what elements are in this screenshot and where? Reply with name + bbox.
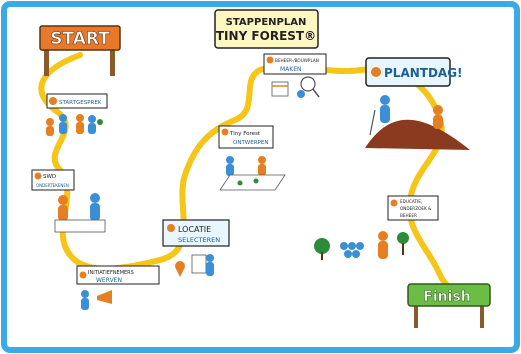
step-pin-icon: [221, 128, 229, 136]
step-startgesprek-label: STARTGESPREK: [59, 100, 102, 106]
step-startgesprek: STARTGESPREK: [46, 93, 108, 136]
finish-label: Finish: [423, 289, 470, 305]
step-pin-icon: [167, 224, 175, 232]
step-pin-icon: [266, 56, 274, 64]
step-pin-icon: [49, 97, 57, 105]
step-swd: SWD ONDERTEKENEN: [31, 169, 106, 233]
step-beheerplan-label1: BEHEER-/BOUWPLAN: [275, 58, 319, 63]
calendar-magnifier-icon: [271, 76, 320, 98]
step-locatie-label1: LOCATIE: [178, 225, 211, 234]
step-initiatiefnemers-label2: WERVEN: [96, 277, 122, 284]
step-pin-icon: [34, 172, 42, 180]
step-initiatiefnemers-label1: INITIATIEFNEMERS: [88, 270, 134, 276]
megaphone-figure-icon: [81, 290, 112, 310]
step-educatie-label2: ONDERZOEK &: [400, 206, 432, 211]
map-pin-figure-icon: [175, 254, 214, 277]
step-pin-icon: [371, 67, 381, 77]
step-swd-label2: ONDERTEKENEN: [36, 183, 69, 188]
drawing-table-figures-icon: [219, 156, 286, 191]
title-line1: STAPPENPLAN: [226, 17, 307, 28]
title-badge: STAPPENPLAN TINY FOREST®: [214, 9, 319, 49]
signing-figures-icon: [54, 193, 106, 233]
step-beheerplan: BEHEER-/BOUWPLAN MAKEN: [263, 53, 327, 98]
step-locatie-label2: SELECTEREN: [178, 236, 220, 244]
step-locatie: LOCATIE SELECTEREN: [162, 219, 230, 277]
title-line2: TINY FOREST®: [216, 29, 316, 43]
meeting-figures-icon: [46, 114, 103, 136]
step-ontwerpen-label2: ONTWERPEN: [233, 140, 268, 146]
finish-sign: Finish: [407, 283, 491, 328]
step-pin-icon: [79, 271, 87, 279]
step-educatie: EDUCATIE, ONDERZOEK & BEHEER: [314, 195, 439, 260]
start-label: START: [50, 29, 110, 49]
step-swd-label1: SWD: [43, 174, 56, 180]
start-sign: START: [39, 25, 121, 76]
step-plantdag-label: PLANTDAG!: [384, 66, 463, 80]
step-initiatiefnemers: INITIATIEFNEMERS WERVEN: [76, 265, 160, 310]
planting-mound-icon: [365, 95, 470, 150]
step-ontwerpen-label1: Tiny Forest: [229, 131, 261, 137]
step-beheerplan-label2: MAKEN: [280, 66, 302, 73]
step-pin-icon: [390, 199, 398, 207]
forest-class-icon: [314, 231, 409, 260]
step-educatie-label1: EDUCATIE,: [400, 199, 422, 204]
step-educatie-label3: BEHEER: [400, 213, 417, 218]
step-ontwerpen: Tiny Forest ONTWERPEN: [218, 125, 286, 191]
step-plantdag: PLANTDAG!: [365, 57, 470, 150]
